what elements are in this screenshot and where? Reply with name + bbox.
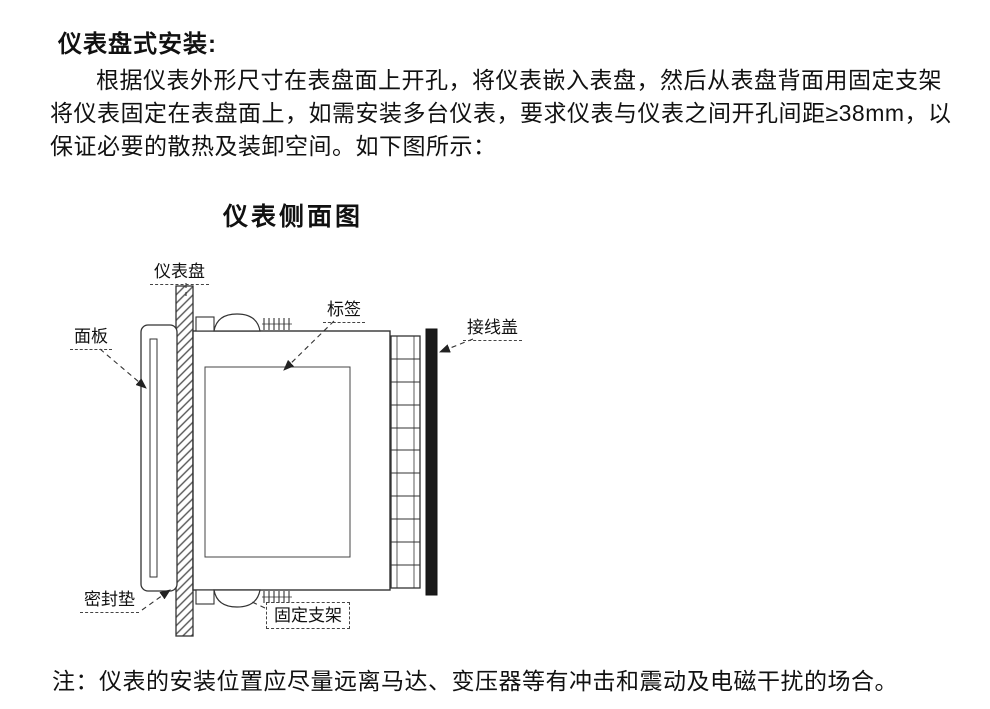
tag-leader-line: [283, 320, 335, 371]
label-tag: 标签: [323, 299, 365, 324]
front-panel-slot: [149, 338, 158, 578]
section-title: 仪表盘式安装:: [58, 31, 217, 58]
label-gasket: 密封垫: [80, 589, 139, 614]
mounting-panel-shape: [175, 285, 194, 637]
label-front-panel: 面板: [70, 326, 112, 351]
front-panel-shape: [140, 324, 178, 592]
bottom-bracket-shape: [195, 589, 292, 608]
terminal-cover-leader-line: [438, 338, 474, 353]
instruction-paragraph: 根据仪表外形尺寸在表盘面上开孔，将仪表嵌入表盘，然后从表盘背面用固定支架将仪表固…: [50, 67, 952, 159]
front-panel-leader-line: [99, 348, 147, 389]
label-fixing-bracket: 固定支架: [266, 602, 350, 630]
diagram-title: 仪表侧面图: [223, 204, 364, 231]
note-text: 注：仪表的安装位置应尽量远离马达、变压器等有冲击和震动及电磁干扰的场合。: [52, 668, 898, 694]
gasket-leader-line: [141, 589, 171, 611]
tag-area-shape: [204, 366, 351, 558]
terminal-strip-shape: [390, 335, 421, 589]
top-bracket-shape: [195, 313, 292, 332]
label-terminal-cover: 接线盖: [463, 317, 522, 342]
case-body-shape: [192, 330, 391, 591]
terminal-cover-shape: [425, 328, 438, 596]
bracket-leader-line: [249, 600, 266, 609]
label-mounting-panel: 仪表盘: [150, 261, 209, 286]
